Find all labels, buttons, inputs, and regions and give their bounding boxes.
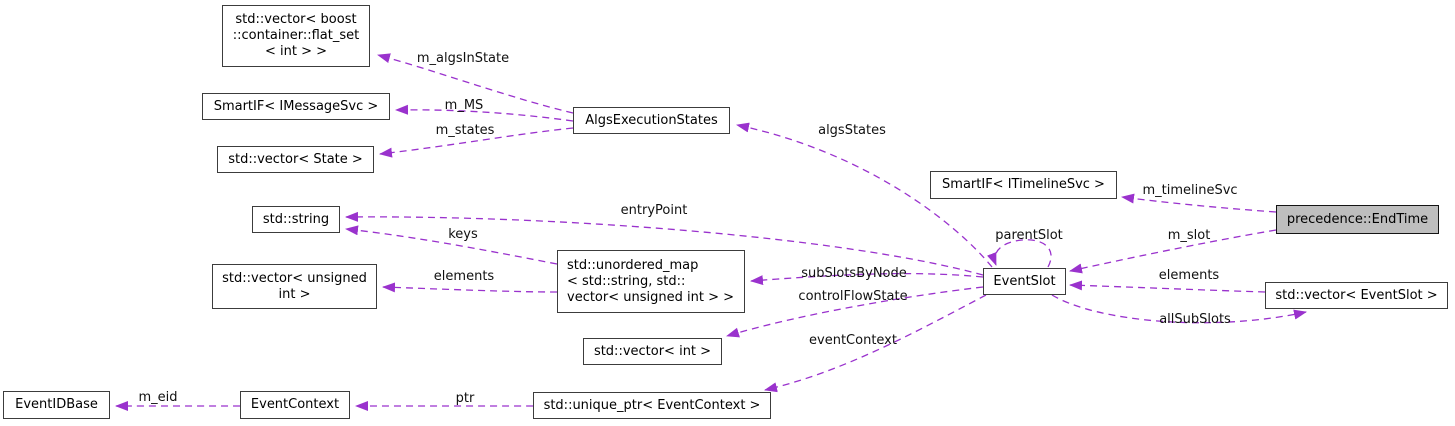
node-vector-flat-set[interactable]: std::vector< boost ::container::flat_set… [222,5,370,67]
edge-label-keys: keys [448,227,478,242]
node-vector-eventslot[interactable]: std::vector< EventSlot > [1265,282,1448,309]
node-unique-ptr-eventcontext[interactable]: std::unique_ptr< EventContext > [533,392,771,419]
node-vector-state[interactable]: std::vector< State > [217,146,374,173]
edge-line-m-states [379,127,574,158]
edge-label-controlflowstate: controlFlowState [798,289,908,304]
edge-line-parentslot [987,239,1052,268]
node-event-id-base[interactable]: EventIDBase [3,391,110,419]
edge-line-keys [345,225,558,265]
edge-line-elements-right [1069,280,1266,293]
edge-label-allsubslots: allSubSlots [1159,312,1231,327]
node-precedence-endtime: precedence::EndTime [1276,205,1439,234]
edge-label-m-slot: m_slot [1167,228,1211,243]
edge-line-subslotsbynode [750,272,984,286]
edge-label-elements-right: elements [1158,268,1220,283]
edge-line-elements-left [382,282,558,293]
edge-label-parentslot: parentSlot [995,228,1063,243]
node-smartif-imessagesvc[interactable]: SmartIF< IMessageSvc > [202,93,390,120]
node-algs-execution-states[interactable]: AlgsExecutionStates [573,107,730,134]
edge-label-m-algsinstate: m_algsInState [416,51,510,66]
edge-label-m-timelinesvc: m_timelineSvc [1142,183,1238,198]
node-event-slot[interactable]: EventSlot [983,268,1066,295]
edge-line-m-timelinesvc [1121,193,1277,213]
edge-line-m-ms [395,104,574,122]
edge-line-m-algsinstate [377,53,574,114]
node-smartif-itimelinesvc[interactable]: SmartIF< ITimelineSvc > [930,171,1117,199]
node-std-string[interactable]: std::string [252,206,340,233]
node-vector-unsigned-int[interactable]: std::vector< unsigned int > [212,264,377,309]
edge-label-elements-left: elements [433,269,495,284]
node-vector-int[interactable]: std::vector< int > [583,338,722,365]
edge-line-m-slot [1069,229,1277,274]
edge-label-algsstates: algsStates [818,123,886,138]
edge-label-eventcontext: eventContext [809,333,897,348]
edge-line-allsubslots [1051,294,1307,324]
edge-line-controlflowstate [726,286,984,338]
node-unordered-map[interactable]: std::unordered_map < std::string, std:: … [557,250,745,313]
edge-label-ptr: ptr [455,391,475,406]
node-event-context[interactable]: EventContext [240,391,350,419]
edge-label-m-ms: m_MS [444,98,484,113]
edge-label-m-states: m_states [435,123,495,138]
edge-line-algsstates [736,122,993,268]
edge-line-eventcontext [764,294,987,393]
edge-label-subslotsbynode: subSlotsByNode [801,266,907,281]
edge-label-entrypoint: entryPoint [620,203,688,218]
edge-label-m-eid: m_eid [138,390,178,405]
